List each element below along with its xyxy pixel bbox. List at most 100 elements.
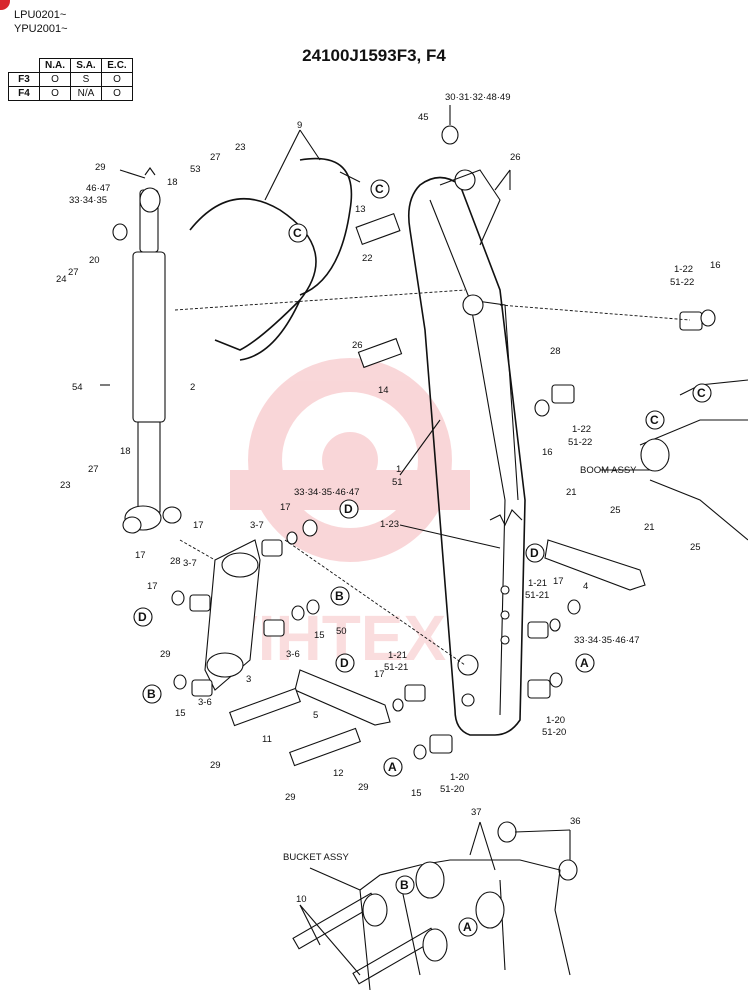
callout: 1-22 xyxy=(674,264,693,275)
callout: 50 xyxy=(336,626,347,637)
legend-cell: O xyxy=(101,86,133,101)
hydraulic-hoses xyxy=(189,157,361,361)
callout: 36 xyxy=(570,816,581,827)
callout: 12 xyxy=(333,768,344,779)
link-5 xyxy=(294,669,391,726)
boom-arm xyxy=(407,169,526,736)
callout: 46·47 xyxy=(86,183,110,194)
callout: 16 xyxy=(710,260,721,271)
callout: 33·34·35·46·47 xyxy=(574,635,640,646)
callout: 17 xyxy=(147,581,158,592)
bushings xyxy=(189,311,703,754)
callout: 51-21 xyxy=(384,662,408,673)
watermark-logo xyxy=(230,358,470,562)
callout: 33·34·35 xyxy=(69,195,107,206)
callout: 33·34·35·46·47 xyxy=(294,487,360,498)
callout: 1-20 xyxy=(546,715,565,726)
callout: 17 xyxy=(374,669,385,680)
callout: 51-20 xyxy=(542,727,566,738)
callout: 5 xyxy=(313,710,318,721)
link-bracket xyxy=(204,539,261,691)
callout: 26 xyxy=(352,340,363,351)
boom-assy-label: BOOM ASSY xyxy=(580,465,637,476)
legend-cell: N/A xyxy=(70,86,102,101)
callout: 29 xyxy=(160,649,171,660)
callout: 2 xyxy=(190,382,195,393)
leader-lines xyxy=(100,105,691,976)
marker: B xyxy=(335,589,344,603)
corner-mark xyxy=(0,0,10,10)
callout: 16 xyxy=(542,447,553,458)
marker: C xyxy=(650,413,659,427)
callout: 29 xyxy=(95,162,106,173)
callout: 28 xyxy=(170,556,181,567)
callout: 9 xyxy=(297,120,302,131)
callout: 3 xyxy=(246,674,251,685)
circle-markers: C C C C D D D D B B A A B A xyxy=(133,179,712,937)
callout: 27 xyxy=(88,464,99,475)
callout: 3-6 xyxy=(198,697,212,708)
marker: A xyxy=(463,920,472,934)
arm-cylinder xyxy=(124,167,166,531)
callout: 23 xyxy=(60,480,71,491)
bucket-assy xyxy=(359,859,571,991)
callout: 13 xyxy=(355,204,366,215)
callout: 24 xyxy=(56,274,67,285)
page-title: 24100J1593F3, F4 xyxy=(302,46,446,65)
callout: 29 xyxy=(210,760,221,771)
callout: 15 xyxy=(411,788,422,799)
callout: 10 xyxy=(296,894,307,905)
callout: 23 xyxy=(235,142,246,153)
boom-assy xyxy=(639,379,748,541)
callout: 20 xyxy=(89,255,100,266)
callout: 18 xyxy=(167,177,178,188)
callout: 51-20 xyxy=(440,784,464,795)
callout: 22 xyxy=(362,253,373,264)
marker: C xyxy=(293,226,302,240)
callout: 28 xyxy=(550,346,561,357)
callout: 27 xyxy=(68,267,79,278)
marker: D xyxy=(138,610,147,624)
callout: 1-22 xyxy=(572,424,591,435)
bucket-assy-label: BUCKET ASSY xyxy=(283,852,349,863)
marker: B xyxy=(147,687,156,701)
serial-range-1: LPU0201~ xyxy=(14,9,67,21)
spec-legend-table: N.A. S.A. E.C. F3 O S O F4 O N/A O xyxy=(8,58,133,101)
callout: 30·31·32·48·49 xyxy=(445,92,511,103)
callout: 51-22 xyxy=(568,437,592,448)
pins xyxy=(229,212,438,985)
marker: A xyxy=(580,656,589,670)
callout: 1-21 xyxy=(528,578,547,589)
callout: 1-21 xyxy=(388,650,407,661)
callout: 29 xyxy=(358,782,369,793)
callout: 21 xyxy=(644,522,655,533)
marker: A xyxy=(388,760,397,774)
callout: 17 xyxy=(280,502,291,513)
callout: 15 xyxy=(175,708,186,719)
marker: D xyxy=(530,546,539,560)
callout: 26 xyxy=(510,152,521,163)
callout: 17 xyxy=(135,550,146,561)
callout: 51 xyxy=(392,477,403,488)
callout: 3-6 xyxy=(286,649,300,660)
callout: 51-21 xyxy=(525,590,549,601)
callout: 27 xyxy=(210,152,221,163)
callout: 1-23 xyxy=(380,519,399,530)
callout: 51-22 xyxy=(670,277,694,288)
callout: 17 xyxy=(193,520,204,531)
callout: 37 xyxy=(471,807,482,818)
washers xyxy=(112,125,716,881)
callout: 29 xyxy=(285,792,296,803)
marker: C xyxy=(375,182,384,196)
callout: 54 xyxy=(72,382,83,393)
callout: 21 xyxy=(566,487,577,498)
serial-range-2: YPU2001~ xyxy=(14,23,68,35)
callout: 45 xyxy=(418,112,429,123)
callout: 1-20 xyxy=(450,772,469,783)
callout: 25 xyxy=(690,542,701,553)
callout-labels: 30·31·32·48·49 45 26 9 23 29 5 3 27 18 46… xyxy=(56,92,721,905)
callout: 3-7 xyxy=(183,558,197,569)
callout: 18 xyxy=(120,446,131,457)
link-4 xyxy=(544,539,646,591)
